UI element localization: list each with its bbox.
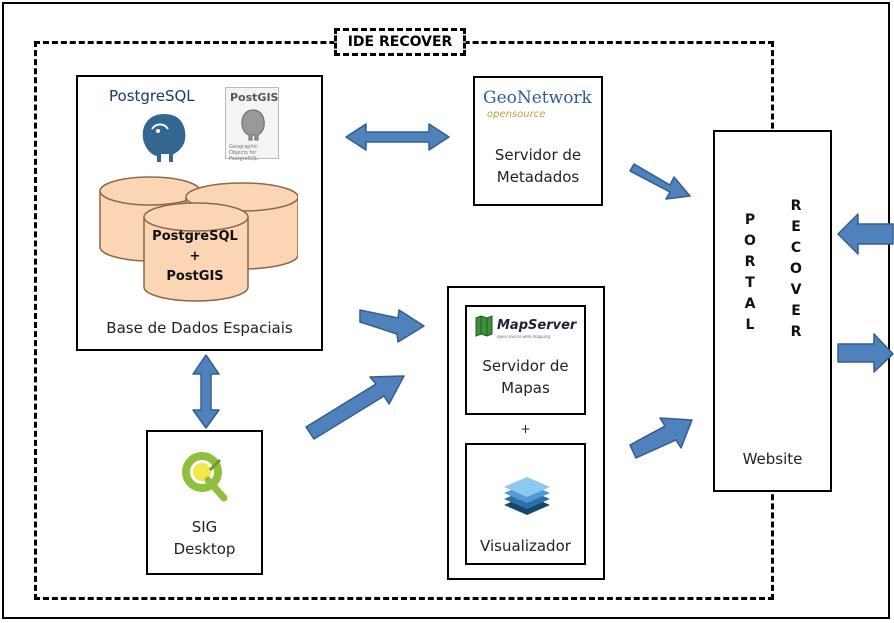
spatial-database-caption: Base de Dados Espaciais <box>106 319 293 337</box>
portal-letter: C <box>790 240 802 256</box>
mapserver-logo-text: MapServer <box>497 318 577 333</box>
plus-sign: + <box>520 422 531 436</box>
mapserver-logo-subtext: open source web mapping <box>497 334 550 339</box>
spatial-database-box: PostgreSQL PostGIS Geographic Objects fo… <box>76 75 323 351</box>
ide-recover-label: IDE RECOVER <box>334 28 466 56</box>
postgresql-elephant-icon <box>140 111 188 164</box>
portal-letter: P <box>744 212 756 228</box>
viewer-caption: Visualizador <box>480 537 571 555</box>
portal-to-external-arrow <box>837 333 894 373</box>
db-mapserver-arrow <box>359 309 425 343</box>
portal-letter: E <box>791 303 801 319</box>
postgis-elephant-icon <box>241 109 265 141</box>
metadata-server-box: GeoNetwork opensource Servidor de Metada… <box>473 76 603 206</box>
map-server-caption: Servidor de Mapas <box>482 357 569 397</box>
portal-letter: A <box>744 296 756 312</box>
website-caption: Website <box>742 450 803 468</box>
layers-icon <box>504 477 550 515</box>
portal-letter: T <box>745 275 755 291</box>
map-server-box: MapServer open source web mapping Servid… <box>465 305 586 415</box>
database-cylinders-icon <box>99 176 298 302</box>
desktop-gis-caption: SIG Desktop <box>173 518 236 558</box>
portal-letter: O <box>744 233 756 249</box>
geonetwork-logo: GeoNetwork <box>483 88 592 108</box>
db-metadata-double-arrow <box>345 123 450 151</box>
portal-letter: O <box>790 261 802 277</box>
desktop-mapserver-arrow <box>305 375 405 440</box>
geonetwork-opensource-text: opensource <box>487 109 546 120</box>
portal-letter: R <box>790 324 802 340</box>
viewer-box: Visualizador <box>465 443 586 565</box>
desktop-gis-box: SIG Desktop <box>146 430 263 575</box>
database-label: PostgreSQL + PostGIS <box>152 229 238 284</box>
qgis-icon <box>182 452 228 502</box>
postgresql-logo-text: PostgreSQL <box>109 87 195 105</box>
db-desktop-double-arrow <box>192 354 220 429</box>
portal-letter: V <box>790 282 802 298</box>
portal-letter: R <box>790 198 802 214</box>
mapserver-icon <box>475 315 493 337</box>
metadata-portal-arrow <box>629 163 691 200</box>
external-to-portal-arrow <box>837 213 894 255</box>
viewer-portal-arrow <box>629 417 693 459</box>
portal-letter: L <box>745 317 755 333</box>
portal-letter: E <box>791 219 801 235</box>
postgis-logo: PostGIS Geographic Objects for PostgreSQ… <box>225 87 279 162</box>
metadata-server-caption: Servidor de Metadados <box>494 146 582 186</box>
portal-letter: R <box>744 254 756 270</box>
